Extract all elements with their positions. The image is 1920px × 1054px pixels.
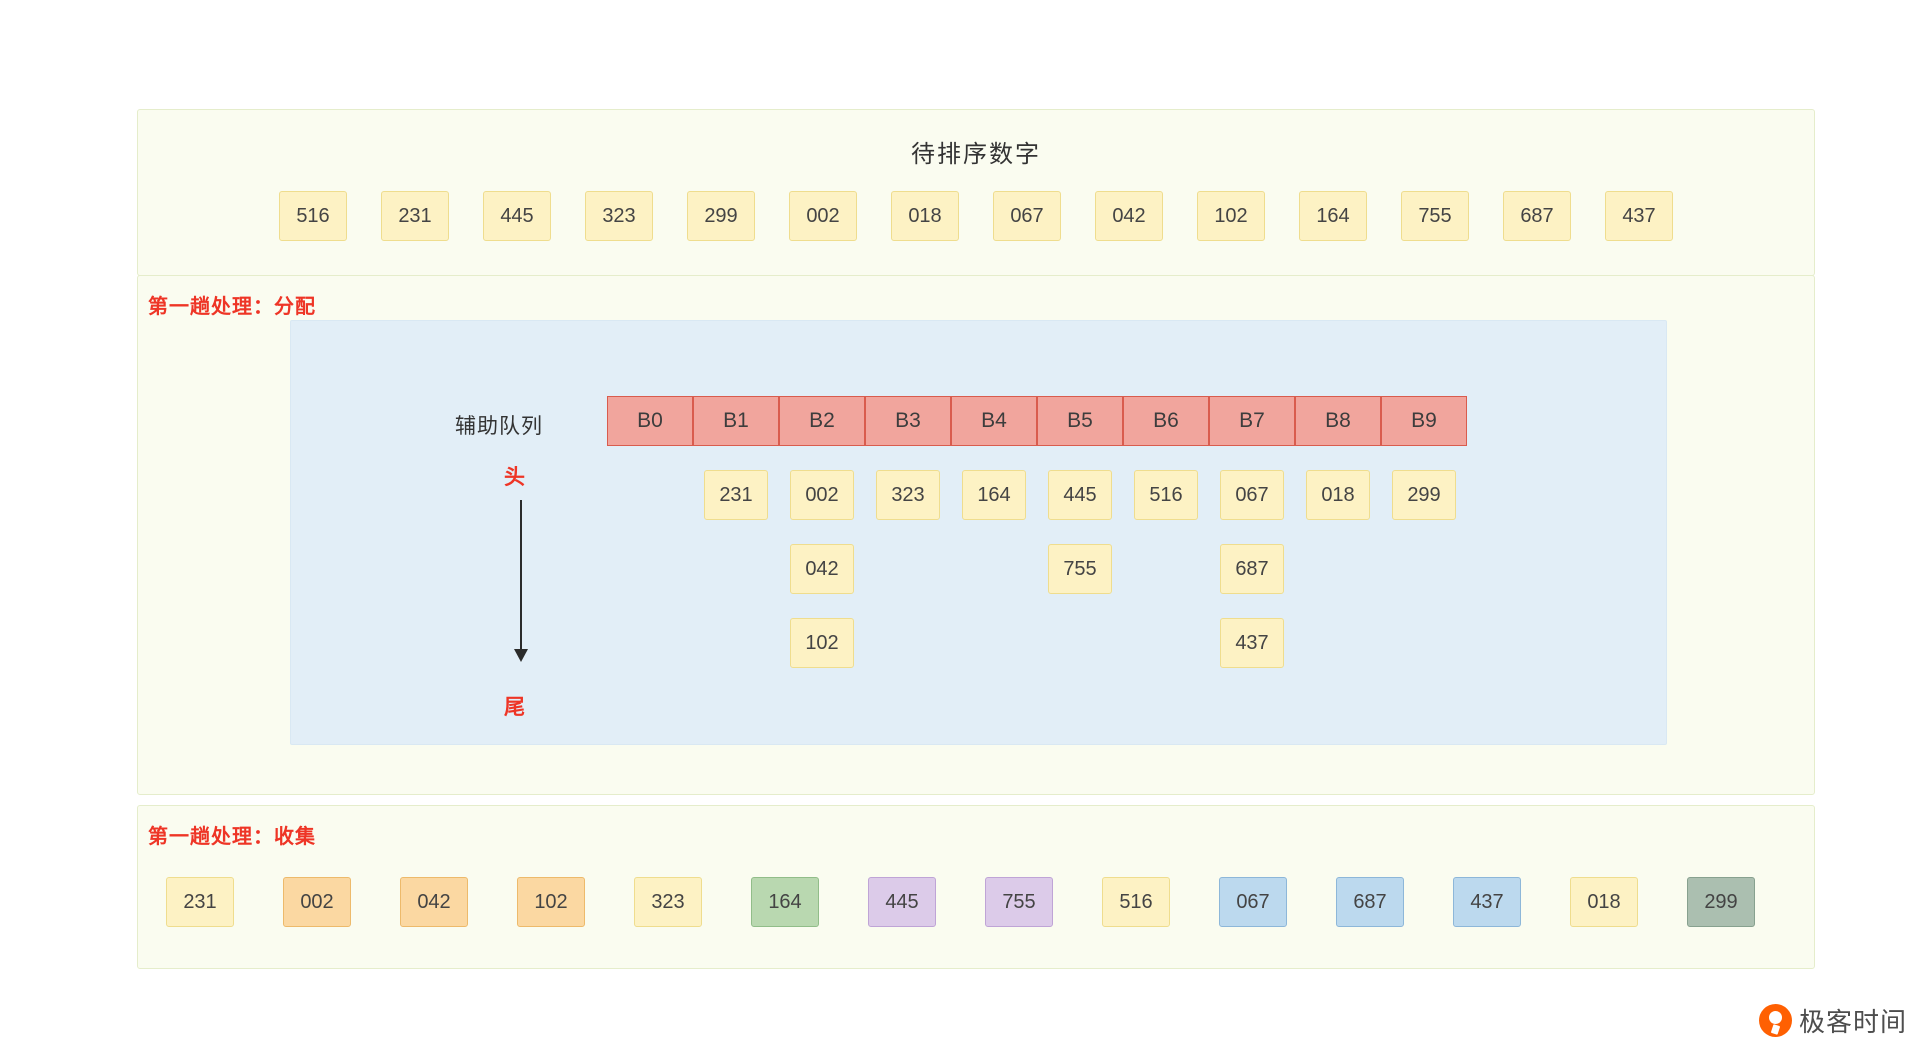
collected-box: 018 — [1570, 877, 1638, 927]
number-box: 445 — [483, 191, 551, 241]
bucket-b6: B6 — [1123, 396, 1209, 446]
unsorted-row: 516 231 445 323 299 002 018 067 042 102 164 755 687 4… — [138, 191, 1814, 241]
bucket-value-box: 067 — [1220, 470, 1284, 520]
collected-box: 231 — [166, 877, 234, 927]
bucket-b0: B0 — [607, 396, 693, 446]
number-box: 323 — [585, 191, 653, 241]
bucket-b3: B3 — [865, 396, 951, 446]
collected-box: 102 — [517, 877, 585, 927]
bucket-value-box: 755 — [1048, 544, 1112, 594]
collected-box: 164 — [751, 877, 819, 927]
number-box: 231 — [381, 191, 449, 241]
unsorted-section: 待排序数字 516 231 445 323 299 002 018 067 042 102 164 7… — [137, 109, 1815, 276]
section-title: 待排序数字 — [911, 141, 1041, 168]
collected-box: 437 — [1453, 877, 1521, 927]
collected-box: 042 — [400, 877, 468, 927]
bucket-value-box: 299 — [1392, 470, 1456, 520]
queue-label: 辅助队列 — [455, 415, 543, 438]
number-box: 437 — [1605, 191, 1673, 241]
collected-box: 323 — [634, 877, 702, 927]
number-box: 102 — [1197, 191, 1265, 241]
bucket-b9: B9 — [1381, 396, 1467, 446]
collected-box: 445 — [868, 877, 936, 927]
number-box: 002 — [789, 191, 857, 241]
bucket-value-box: 042 — [790, 544, 854, 594]
geektime-logo-icon — [1759, 1004, 1792, 1037]
number-box: 042 — [1095, 191, 1163, 241]
number-box: 018 — [891, 191, 959, 241]
bucket-value-rows: 231 002 323 164 445 516 067 018 299 042 755 687 102 4… — [607, 470, 1467, 692]
collected-box: 755 — [985, 877, 1053, 927]
collect-row: 231 002 042 102 323 164 445 755 516 067 687 437 018 2… — [166, 877, 1755, 927]
bucket-value-box: 164 — [962, 470, 1026, 520]
collected-box: 687 — [1336, 877, 1404, 927]
bucket-value-box: 445 — [1048, 470, 1112, 520]
bucket-b4: B4 — [951, 396, 1037, 446]
collected-box: 002 — [283, 877, 351, 927]
collect-section: 第一趟处理：收集 231 002 042 102 323 164 445 755 516 067 6… — [137, 805, 1815, 969]
brand-logo: 极客时间 — [1759, 1002, 1907, 1039]
collected-box: 516 — [1102, 877, 1170, 927]
number-box: 067 — [993, 191, 1061, 241]
brand-name: 极客时间 — [1799, 1007, 1908, 1037]
bucket-b7: B7 — [1209, 396, 1295, 446]
bucket-b2: B2 — [779, 396, 865, 446]
bucket-value-row: 102 437 — [607, 618, 1467, 668]
head-label: 头 — [504, 466, 525, 489]
bucket-value-box: 687 — [1220, 544, 1284, 594]
bucket-b1: B1 — [693, 396, 779, 446]
bucket-value-row: 231 002 323 164 445 516 067 018 299 — [607, 470, 1467, 520]
tail-label: 尾 — [504, 696, 525, 719]
bucket-b8: B8 — [1295, 396, 1381, 446]
bucket-b5: B5 — [1037, 396, 1123, 446]
phase-distribute-label: 第一趟处理：分配 — [148, 296, 316, 318]
bucket-value-box: 516 — [1134, 470, 1198, 520]
number-box: 299 — [687, 191, 755, 241]
bucket-value-row: 042 755 687 — [607, 544, 1467, 594]
number-box: 516 — [279, 191, 347, 241]
bucket-value-box: 437 — [1220, 618, 1284, 668]
number-box: 687 — [1503, 191, 1571, 241]
bucket-value-box: 018 — [1306, 470, 1370, 520]
number-box: 164 — [1299, 191, 1367, 241]
phase-collect-label: 第一趟处理：收集 — [148, 826, 316, 848]
collected-box: 067 — [1219, 877, 1287, 927]
number-box: 755 — [1401, 191, 1469, 241]
bucket-value-box: 323 — [876, 470, 940, 520]
bucket-value-box: 231 — [704, 470, 768, 520]
down-arrow-icon — [514, 500, 528, 662]
bucket-value-box: 102 — [790, 618, 854, 668]
bucket-value-box: 002 — [790, 470, 854, 520]
collected-box: 299 — [1687, 877, 1755, 927]
